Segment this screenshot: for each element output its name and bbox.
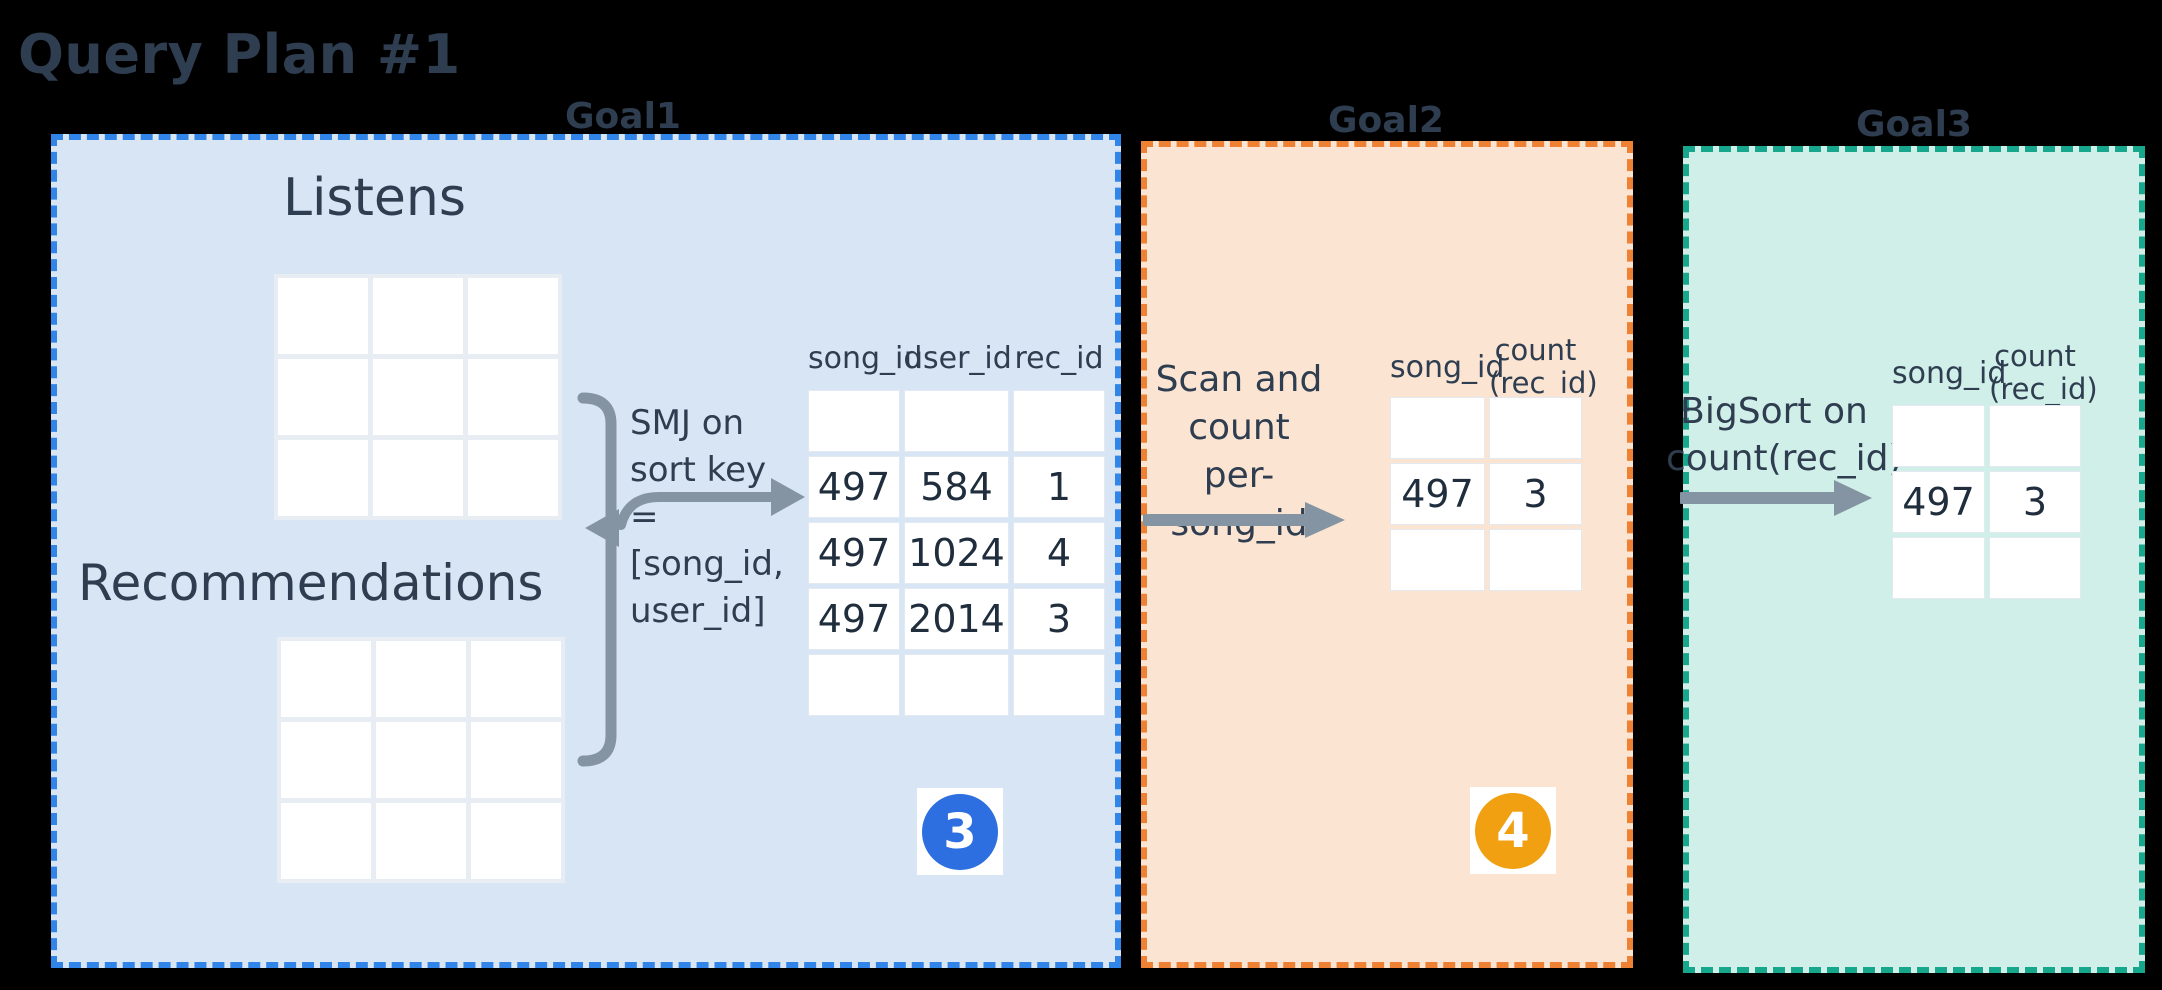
recommendations-grid [277, 637, 565, 883]
listens-table-title: Listens [283, 168, 466, 228]
grid-cell [376, 641, 466, 717]
column-header: song_id [1892, 355, 2007, 391]
listens-grid [274, 274, 562, 520]
smj-line: user_id] [630, 591, 766, 631]
grid-cell [471, 803, 561, 879]
grid-cell [373, 359, 463, 435]
column-header: rec_id [1014, 341, 1104, 376]
recommendations-table-title: Recommendations [78, 554, 544, 612]
op-line: count [1188, 407, 1290, 448]
op-line: Scan and [1155, 359, 1323, 400]
table-cell [1892, 405, 1985, 467]
column-header: count (rec_id) [1989, 339, 2098, 406]
table-cell [1489, 529, 1582, 591]
grid-cell [468, 359, 558, 435]
table-cell: 584 [904, 456, 1009, 518]
step-badge-3: 3 [922, 793, 998, 870]
table-cell: 2014 [904, 588, 1009, 650]
step-badge-3-frame: 3 [917, 788, 1003, 875]
bracket-path [577, 392, 617, 767]
table-cell [808, 390, 900, 452]
goal1-label: Goal1 [565, 96, 681, 137]
table-cell: 1 [1013, 456, 1105, 518]
table-cell [1489, 397, 1582, 459]
grid-cell [373, 278, 463, 354]
table-cell: 497 [808, 522, 900, 584]
column-header: song_id [1390, 349, 1505, 385]
step-badge-4: 4 [1475, 792, 1551, 869]
smj-line: SMJ on [630, 403, 745, 443]
table-cell [1989, 405, 2081, 467]
smj-line: [song_id, [630, 544, 784, 584]
step-badge-4-frame: 4 [1470, 787, 1556, 874]
goal3-table-headers: song_id count (rec_id) [1892, 340, 2098, 406]
grid-cell [281, 641, 371, 717]
table-cell [1390, 397, 1485, 459]
goal1-table-headers: song_id user_id rec_id [808, 336, 1105, 376]
table-cell [1390, 529, 1485, 591]
table-cell: 3 [1989, 471, 2081, 533]
table-cell: 497 [808, 456, 900, 518]
page-title: Query Plan #1 [18, 23, 461, 86]
arrowhead-right [1834, 480, 1872, 516]
table-cell [1013, 654, 1105, 716]
grid-cell [278, 440, 368, 516]
goal3-sorted-table: 497 3 [1892, 405, 2081, 599]
goal1-joined-table: 497 584 1 497 1024 4 497 2014 3 [808, 390, 1105, 716]
table-cell: 4 [1013, 522, 1105, 584]
grid-cell [281, 722, 371, 798]
grid-cell [376, 722, 466, 798]
column-header: song_id [808, 341, 923, 376]
goal2-count-table: 497 3 [1390, 397, 1582, 591]
goal3-flow-arrow-icon [1680, 480, 1872, 516]
grid-cell [471, 722, 561, 798]
grid-cell [278, 278, 368, 354]
table-cell: 497 [1892, 471, 1985, 533]
goal2-label: Goal2 [1328, 100, 1444, 141]
merge-bracket-arrow-icon [577, 392, 805, 767]
smj-line: sort key [630, 450, 767, 490]
goal3-label: Goal3 [1856, 104, 1972, 145]
grid-cell [373, 440, 463, 516]
smj-operation-text: SMJ on sort key = [song_id, user_id] [630, 400, 784, 635]
table-cell [808, 654, 900, 716]
bracket-arrowhead-left [585, 509, 619, 547]
op-line: count(rec_id) [1666, 438, 1903, 479]
smj-line: = [630, 497, 659, 537]
goal2-flow-arrow-icon [1143, 502, 1345, 538]
grid-cell [468, 440, 558, 516]
grid-cell [278, 359, 368, 435]
table-cell: 3 [1489, 463, 1582, 525]
arrowhead-right [1305, 502, 1345, 538]
op-line: BigSort on [1680, 391, 1868, 432]
table-cell: 3 [1013, 588, 1105, 650]
grid-cell [468, 278, 558, 354]
table-cell: 1024 [904, 522, 1009, 584]
bigsort-operation-text: BigSort on count(rec_id) [1666, 388, 1903, 482]
table-cell [1013, 390, 1105, 452]
join-arrowhead-right [771, 478, 805, 516]
column-header: user_id [904, 341, 1012, 376]
table-cell [1892, 537, 1985, 599]
table-cell [904, 390, 1009, 452]
goal2-table-headers: song_id count (rec_id) [1390, 334, 1598, 400]
table-cell [904, 654, 1009, 716]
table-cell: 497 [1390, 463, 1485, 525]
grid-cell [281, 803, 371, 879]
grid-cell [376, 803, 466, 879]
column-header: count (rec_id) [1489, 333, 1598, 400]
join-arrow-shaft [616, 492, 778, 530]
table-cell: 497 [808, 588, 900, 650]
table-cell [1989, 537, 2081, 599]
grid-cell [471, 641, 561, 717]
